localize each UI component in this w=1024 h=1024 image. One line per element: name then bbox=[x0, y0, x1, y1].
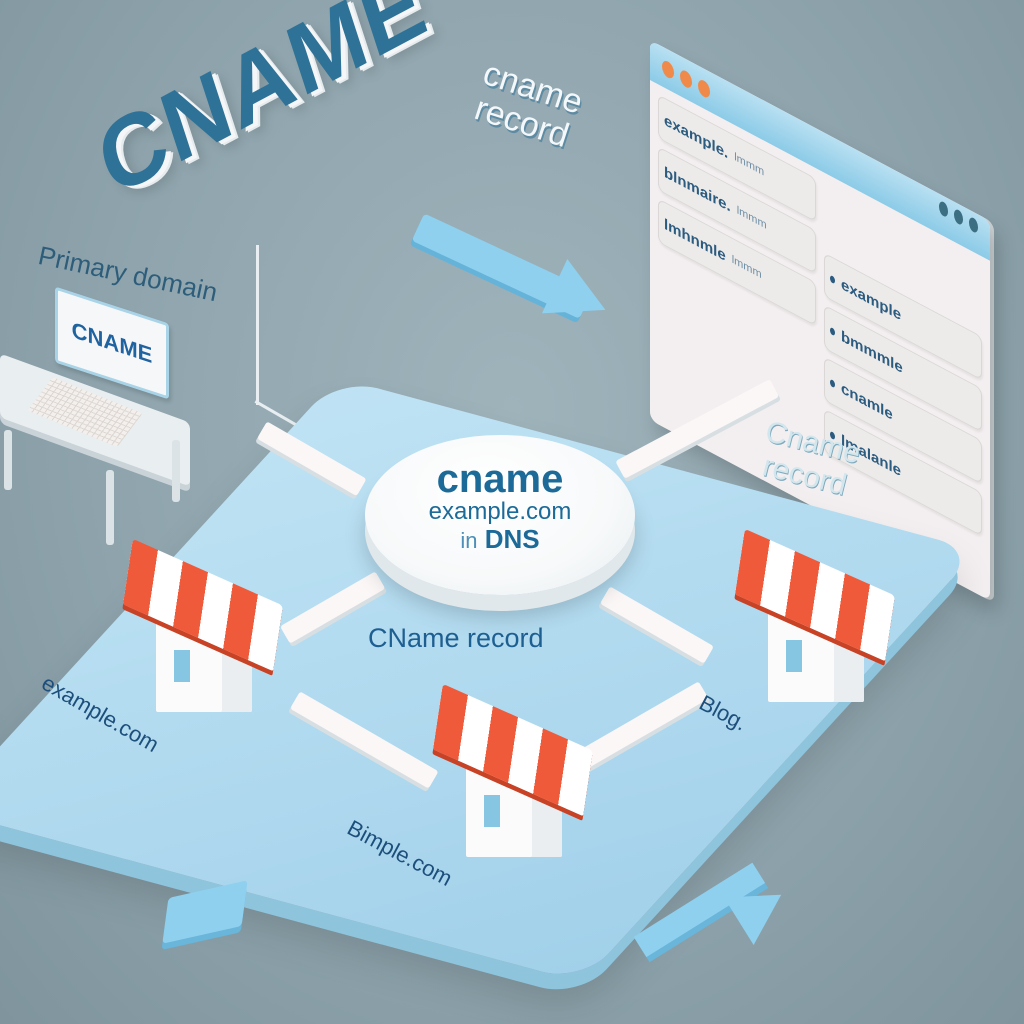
desk-leg bbox=[172, 440, 180, 502]
arrow-head-icon bbox=[541, 258, 619, 338]
central-node-dns-line: in DNS bbox=[365, 525, 635, 555]
window-maximize-button[interactable] bbox=[698, 77, 710, 100]
record-value: lmmm bbox=[734, 150, 765, 179]
more-options-icon[interactable] bbox=[939, 199, 978, 235]
window-minimize-button[interactable] bbox=[680, 67, 692, 91]
record-name: example bbox=[841, 275, 902, 324]
central-node-domain: example.com bbox=[428, 498, 572, 525]
sign-pole bbox=[256, 245, 259, 405]
bullet-icon bbox=[830, 378, 835, 388]
bullet-icon bbox=[830, 326, 835, 336]
desk-leg bbox=[106, 470, 114, 545]
shop-node-example[interactable] bbox=[123, 538, 283, 720]
shop-node-blog[interactable] bbox=[735, 528, 895, 710]
central-node-dns: DNS bbox=[484, 524, 540, 554]
record-name: bmmmle bbox=[841, 327, 903, 377]
shop-door bbox=[786, 640, 802, 672]
cname-3d-title: CNAME bbox=[85, 0, 439, 219]
window-close-button[interactable] bbox=[662, 58, 674, 81]
desk-leg bbox=[4, 430, 12, 490]
bullet-icon bbox=[830, 274, 835, 284]
record-value: lmmm bbox=[736, 204, 767, 233]
record-name: lmhnmle bbox=[664, 214, 726, 265]
cube-icon bbox=[162, 880, 248, 944]
dns-central-node[interactable]: cname example.com in DNS bbox=[365, 435, 635, 595]
central-node-prefix: in bbox=[460, 528, 478, 553]
shop-node-bimple[interactable] bbox=[433, 683, 593, 865]
monitor-text: CNAME bbox=[71, 316, 153, 369]
record-name: cnamle bbox=[841, 379, 893, 424]
cname-record-top-label: cname record bbox=[468, 54, 587, 155]
record-value: lmmm bbox=[731, 253, 762, 282]
shop-door bbox=[174, 650, 190, 682]
shop-door bbox=[484, 795, 500, 827]
cname-record-center-label: CName record bbox=[368, 623, 544, 653]
central-node-title: cname bbox=[436, 457, 564, 501]
